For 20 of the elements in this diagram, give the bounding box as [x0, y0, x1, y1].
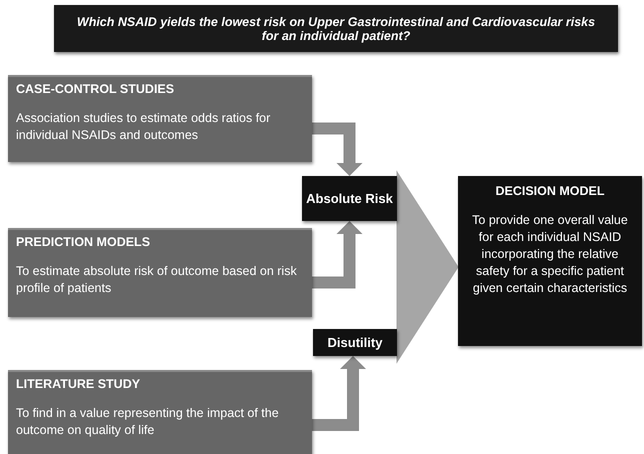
section-heading: PREDICTION MODELS [16, 235, 152, 249]
section-heading: CASE-CONTROL STUDIES [16, 82, 176, 96]
description-text: To estimate absolute risk of outcome based on risk profile of patients [16, 263, 298, 297]
section-heading: LITERATURE STUDY [16, 377, 142, 391]
section-heading: DECISION MODEL [495, 184, 605, 198]
description-text: Association studies to estimate odds ratios for individual NSAIDs and outcomes [16, 110, 272, 144]
result-box [313, 329, 397, 356]
decision-box [458, 176, 642, 346]
block-arrow [312, 122, 362, 176]
study-box [8, 370, 312, 454]
description-text: To find in a value representing the impact of the outcome on quality of life [16, 405, 280, 439]
result-box [302, 176, 397, 221]
description-text: To provide one overall value for each individual NSAID incorporating the relative safety for a specific patient given certain characteristics [471, 212, 629, 296]
result-label: Absolute Risk [306, 191, 393, 206]
result-label: Disutility [328, 335, 382, 350]
chevron-arrow [396, 266, 459, 364]
study-box [8, 228, 312, 317]
question-banner: Which NSAID yields the lowest risk on Upper Gastrointestinal and Cardiovascular risks for an individual patient? [54, 5, 618, 52]
chevron-arrow [396, 170, 459, 268]
study-box [8, 75, 312, 162]
